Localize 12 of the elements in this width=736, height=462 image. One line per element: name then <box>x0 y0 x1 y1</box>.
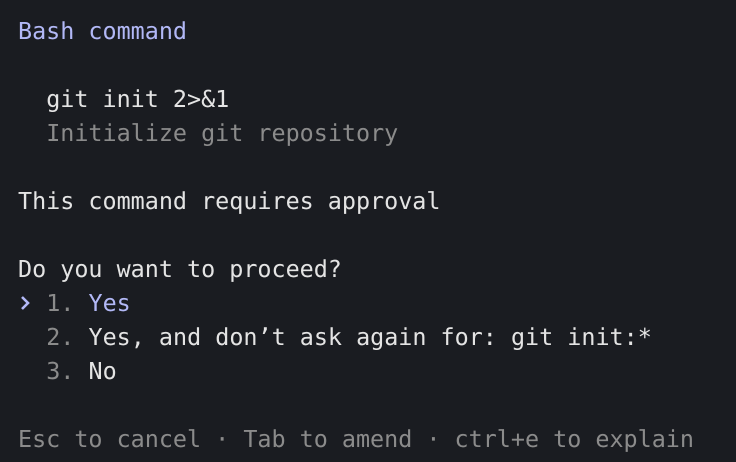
option-number: 2. <box>46 322 74 353</box>
approval-notice: This command requires approval <box>18 186 440 217</box>
command-description: Initialize git repository <box>46 118 398 149</box>
option-number: 1. <box>46 288 74 319</box>
dialog-title: Bash command <box>18 16 187 47</box>
prompt-question: Do you want to proceed? <box>18 254 342 285</box>
option-label: Yes, and don’t ask again for: git init:* <box>88 322 652 353</box>
option-number: 3. <box>46 356 74 387</box>
option-label: No <box>88 356 117 387</box>
option-label: Yes <box>88 288 131 319</box>
keyboard-hint: Esc to cancel · Tab to amend · ctrl+e to explain <box>18 424 694 455</box>
command-text: git init 2>&1 <box>46 84 230 115</box>
